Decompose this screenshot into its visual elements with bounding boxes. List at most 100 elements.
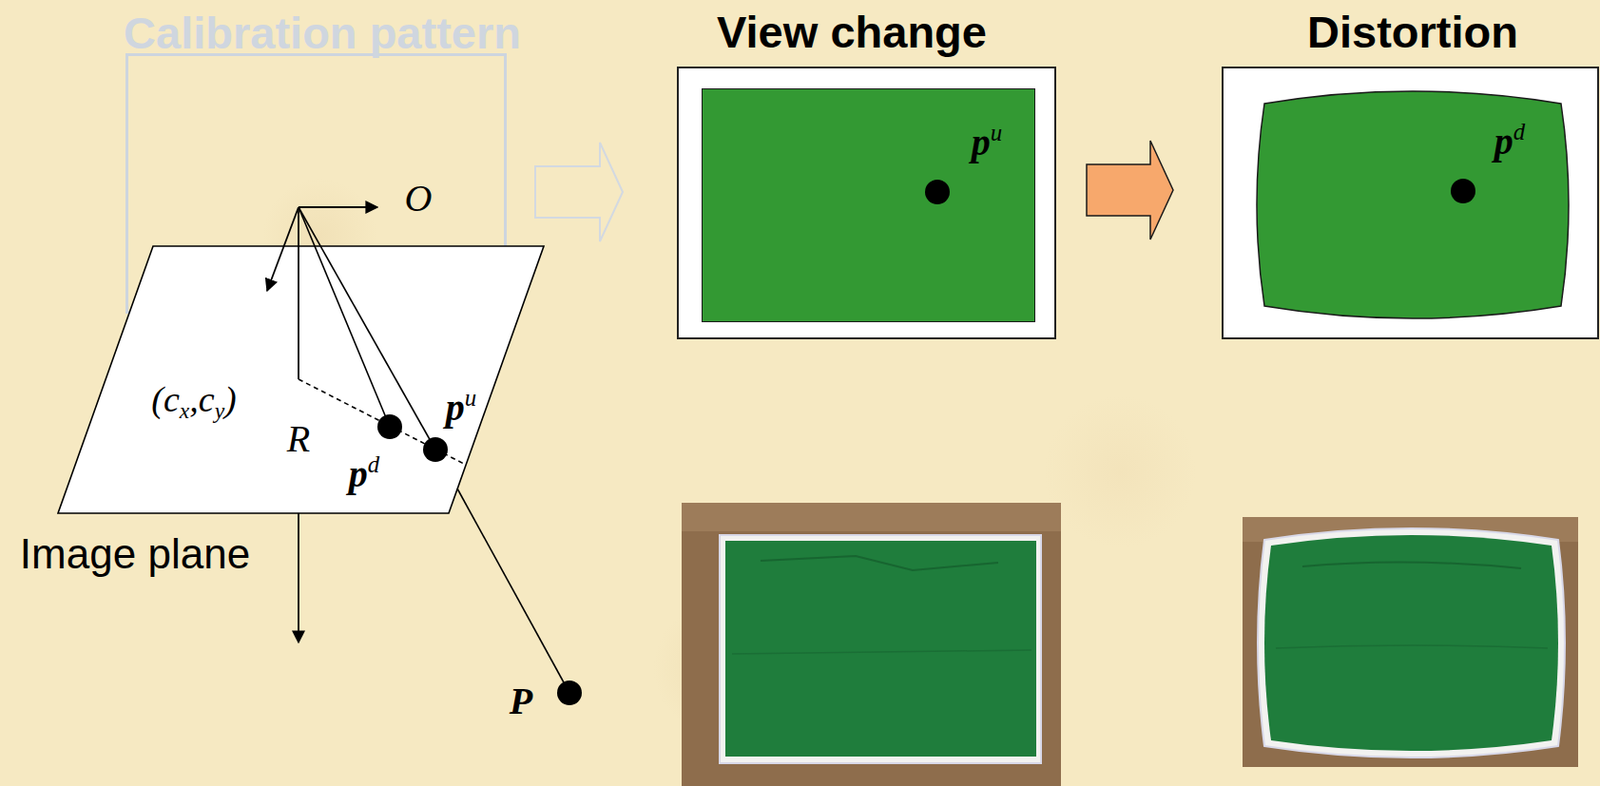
glyph: g <box>934 6 963 58</box>
world-point <box>557 680 582 706</box>
glyph: x <box>179 398 190 424</box>
image-point <box>925 179 950 205</box>
glyph: e <box>758 6 784 58</box>
glyph: l <box>171 530 181 578</box>
text-holder: (cx,cy) <box>151 380 236 424</box>
glyph: c <box>198 379 215 420</box>
glyph: e <box>227 530 251 578</box>
plane-outline <box>57 246 544 514</box>
glyph: p <box>971 120 991 164</box>
glyph: D <box>1307 6 1340 58</box>
optical-axis <box>297 207 300 380</box>
ray-distorted <box>298 207 390 427</box>
text-holder: pu <box>445 386 477 429</box>
glyph: u <box>464 385 477 411</box>
principal-point-label: (cx,cy) <box>151 379 236 420</box>
text-holder: View change <box>716 7 987 58</box>
glyph <box>135 530 148 578</box>
world-point-label: P <box>509 679 533 723</box>
glyph: n <box>203 530 227 578</box>
glyph: t <box>274 7 290 58</box>
glyph: d <box>367 451 380 478</box>
origin-label: O <box>404 176 433 220</box>
glyph: o <box>302 7 330 58</box>
text-holder: P <box>509 680 533 723</box>
distorted-image: pd <box>1256 91 1569 319</box>
glyph: p <box>147 530 171 578</box>
glyph: P <box>509 679 533 723</box>
point-label: pd <box>1494 119 1525 163</box>
glyph: p <box>445 385 465 429</box>
glyph: a <box>250 7 275 58</box>
glyph: I <box>19 530 32 578</box>
cardboard-photo <box>1242 517 1579 768</box>
glyph: b <box>205 7 233 58</box>
undistorted-point <box>423 437 448 463</box>
glyph: h <box>855 6 884 58</box>
glyph: n <box>906 6 935 58</box>
glyph: i <box>1450 6 1464 58</box>
glyph: p <box>369 7 398 58</box>
glyph: e <box>451 7 477 58</box>
glyph: t <box>421 7 437 58</box>
distorted-point <box>377 414 403 440</box>
text-holder: pd <box>1494 120 1525 163</box>
panel-heading: View change <box>716 6 987 58</box>
glyph: r <box>476 7 494 58</box>
glyph: p <box>1494 119 1514 163</box>
glyph: l <box>180 7 193 58</box>
block-arrow <box>1086 140 1174 240</box>
text-holder: Image plane <box>19 531 251 578</box>
glyph: n <box>1490 6 1519 58</box>
glyph <box>817 6 830 58</box>
glyph: n <box>493 7 521 58</box>
glyph: o <box>1391 6 1420 58</box>
glyph: a <box>155 7 181 58</box>
glyph: g <box>89 530 113 578</box>
glyph: e <box>113 530 136 578</box>
text-holder: Calibration pattern <box>123 8 521 58</box>
point-label: pu <box>971 120 1003 164</box>
x-axis <box>298 206 378 209</box>
faded-block-arrow <box>535 142 623 242</box>
glyph: p <box>348 452 368 496</box>
sheet-wrinkle <box>732 650 1032 655</box>
sheet-wrinkle <box>760 556 999 571</box>
text-holder: Distortion <box>1307 7 1519 58</box>
glyph: a <box>882 6 907 58</box>
z-axis <box>297 513 300 643</box>
glyph: R <box>287 417 310 461</box>
ray-to-point <box>457 488 570 694</box>
glyph <box>357 7 370 58</box>
glyph: i <box>192 7 206 58</box>
glyph: t <box>1436 6 1452 58</box>
text-holder: pu <box>971 121 1003 164</box>
glyph: i <box>746 6 759 58</box>
glyph: O <box>404 176 433 220</box>
barrel-outline <box>1256 91 1569 319</box>
glyph: a <box>180 530 204 578</box>
cardboard-shade <box>681 502 1061 532</box>
glyph: s <box>1351 6 1377 58</box>
y-axis <box>267 207 299 291</box>
glyph: d <box>1513 118 1525 145</box>
glyph: a <box>396 7 422 58</box>
glyph: , <box>189 379 199 420</box>
photo-white-frame-distorted <box>1257 528 1565 758</box>
text-holder: R <box>287 418 310 461</box>
glyph: w <box>783 6 819 58</box>
ray-undistorted <box>298 207 436 450</box>
radius-label: R <box>287 417 310 461</box>
plane-caption: Image plane <box>19 530 251 578</box>
glyph: u <box>990 119 1003 146</box>
glyph: t <box>1376 6 1392 58</box>
undistorted-image: pu <box>701 88 1036 323</box>
photo-white-frame <box>719 535 1041 764</box>
photo-green-sheet-distorted <box>1264 535 1559 752</box>
text-holder: O <box>404 177 433 220</box>
panel-heading: Distortion <box>1307 6 1519 58</box>
glyph: i <box>289 7 303 58</box>
sheet-wrinkle <box>1302 561 1522 569</box>
